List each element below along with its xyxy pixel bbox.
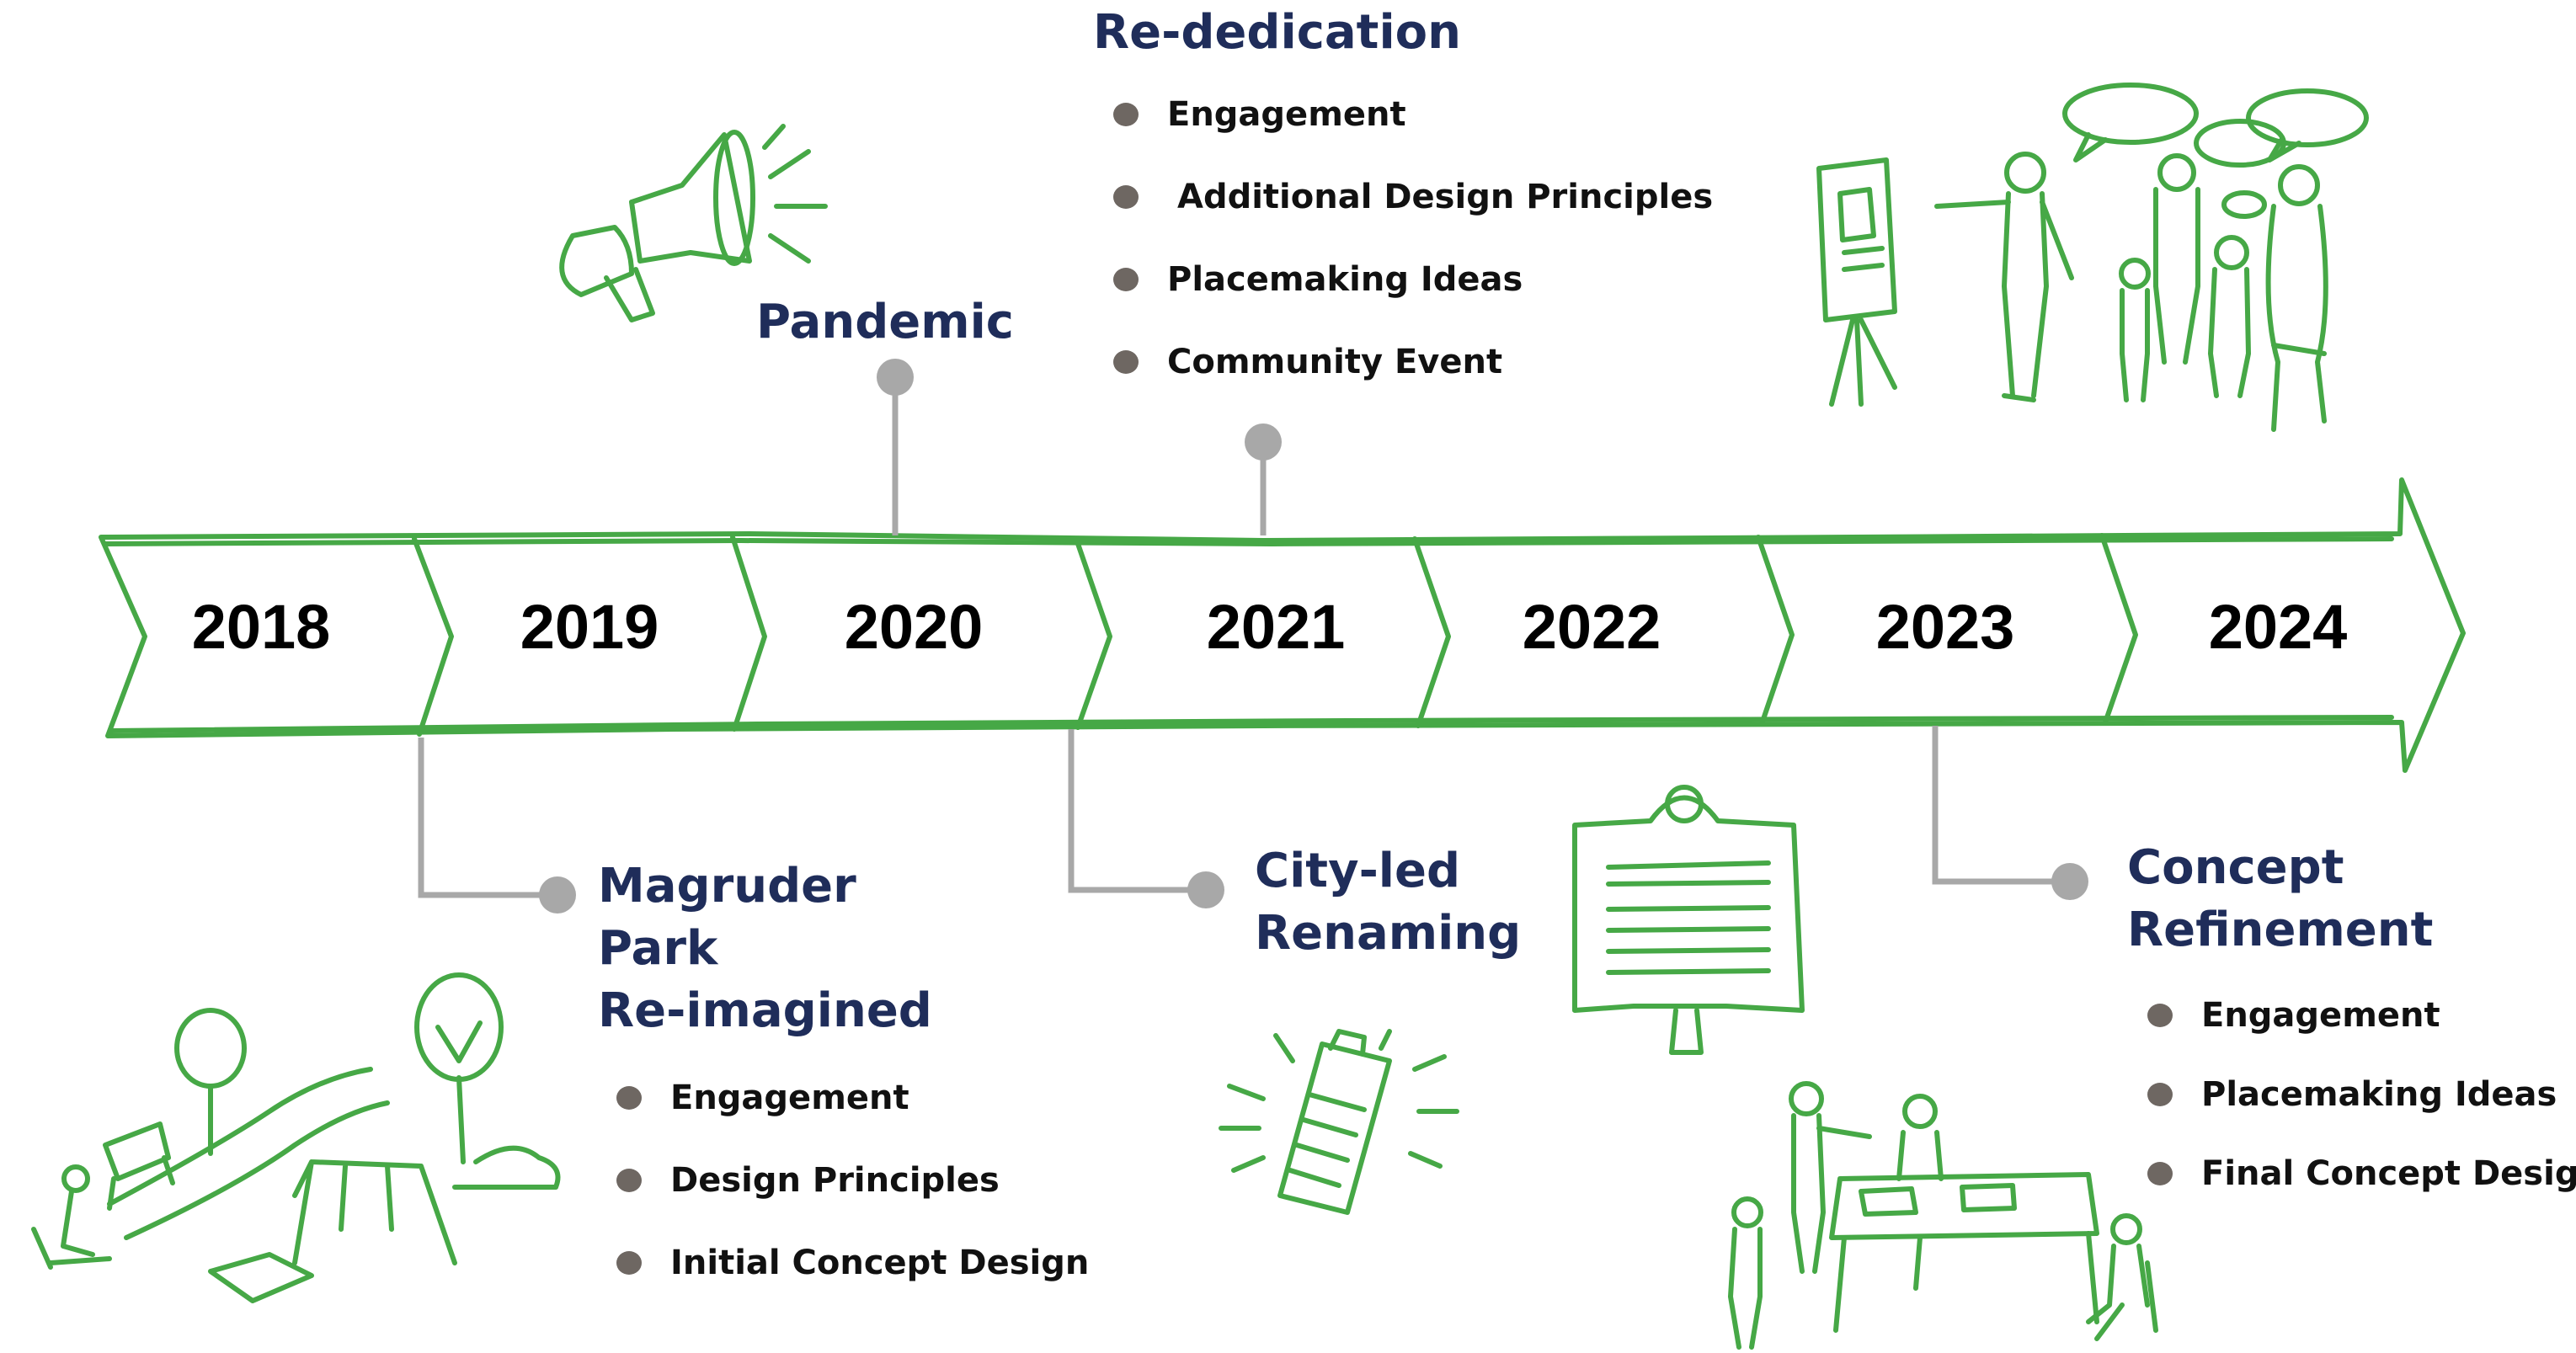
list-item: Final Concept Design [2147,1150,2576,1229]
magruder-title-line: Re-imagined [598,983,932,1038]
refinement-title-line: Concept [2127,840,2344,895]
megaphone-icon [559,124,828,322]
year-label: 2023 [1876,592,2015,662]
year-labels: 2018 2019 2020 2021 2022 2023 2024 [192,592,2348,662]
list-item: Initial Concept Design [616,1239,1089,1322]
magruder-title-line: Park [598,921,718,976]
list-item: Additional Design Principles [1113,173,1713,256]
year-label: 2018 [192,592,331,662]
clipboard-icon [1219,1029,1459,1215]
year-label: 2019 [520,592,659,662]
plaque-sign-icon [1572,785,1805,1055]
refinement-title: Concept Refinement [2127,837,2433,961]
refinement-list: Engagement Placemaking Ideas Final Conce… [2147,992,2576,1229]
meeting-table-icon [1728,1081,2158,1350]
milestone-connectors [418,359,2088,914]
list-item: Engagement [1113,91,1713,173]
list-item: Engagement [2147,992,2576,1071]
magruder-title: Magruder Park Re-imagined [598,855,932,1042]
park-scene-icon [31,972,561,1303]
presentation-people-icon [1816,83,2369,432]
list-item: Engagement [616,1074,1089,1157]
pandemic-title: Pandemic [756,295,1015,349]
list-item: Community Event [1113,338,1713,421]
year-label: 2020 [845,592,984,662]
renaming-title-line: City-led [1255,844,1461,898]
refinement-title-line: Refinement [2127,903,2434,957]
year-label: 2021 [1207,592,1346,662]
list-item: Design Principles [616,1157,1089,1239]
year-label: 2024 [2209,592,2348,662]
magruder-title-line: Magruder [598,859,856,914]
renaming-title-line: Renaming [1255,906,1522,961]
year-label: 2022 [1523,592,1661,662]
list-item: Placemaking Ideas [1113,256,1713,338]
rededication-title: Re-dedication [1093,5,1461,60]
timeline-chevrons [412,533,2138,737]
timeline-arrow [99,477,2466,773]
list-item: Placemaking Ideas [2147,1071,2576,1150]
magruder-list: Engagement Design Principles Initial Con… [616,1074,1089,1322]
rededication-list: Engagement Additional Design Principles … [1113,91,1713,421]
renaming-title: City-led Renaming [1255,840,1521,965]
